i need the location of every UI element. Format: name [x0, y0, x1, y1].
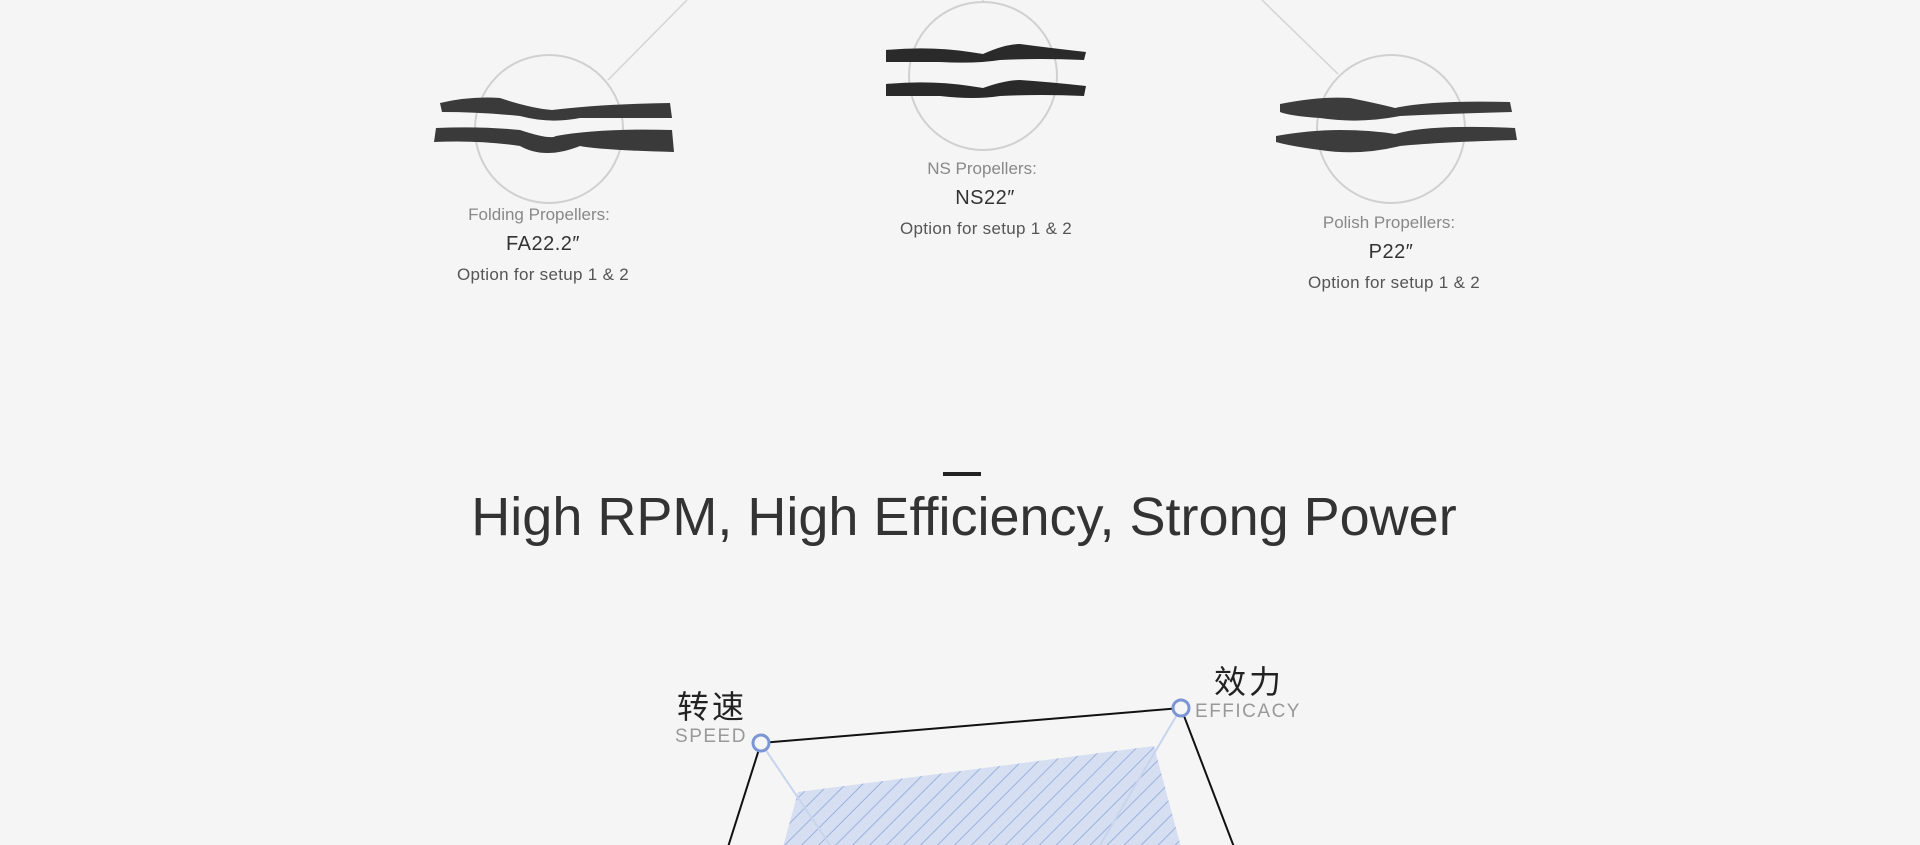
- radar-node-efficacy: [1171, 698, 1191, 718]
- propeller-category: NS Propellers:: [927, 159, 1037, 178]
- propeller-model: P22″: [1368, 241, 1414, 263]
- connector-line: [607, 0, 688, 81]
- propeller-model: NS22″: [955, 187, 1015, 209]
- ns-propeller-image: [886, 44, 1086, 98]
- propeller-option: Option for setup 1 & 2: [1308, 273, 1480, 292]
- radar-label-cn: 转速: [676, 689, 748, 725]
- radar-label-en: EFFICACY: [1195, 701, 1301, 722]
- section-title: High RPM, High Efficiency, Strong Power: [471, 487, 1457, 547]
- polish-propeller-image: [1276, 97, 1517, 153]
- propeller-category: Polish Propellers:: [1322, 213, 1456, 232]
- radar-spoke: [760, 742, 831, 845]
- propeller-category: Folding Propellers:: [468, 205, 610, 224]
- connector-line: [1261, 0, 1339, 75]
- radar-label-cn: 效力: [1213, 664, 1285, 700]
- radar-spoke: [1099, 707, 1182, 845]
- radar-label-en: SPEED: [675, 726, 747, 747]
- radar-node-speed: [751, 733, 771, 753]
- propeller-circle: [908, 1, 1058, 151]
- radar-outline: [727, 706, 1235, 845]
- radar-fill-area: [783, 746, 1181, 845]
- propeller-model: FA22.2″: [506, 233, 580, 255]
- propeller-option: Option for setup 1 & 2: [900, 219, 1072, 238]
- folding-propeller-image: [434, 97, 674, 153]
- section-divider: [943, 472, 981, 476]
- propeller-option: Option for setup 1 & 2: [457, 265, 629, 284]
